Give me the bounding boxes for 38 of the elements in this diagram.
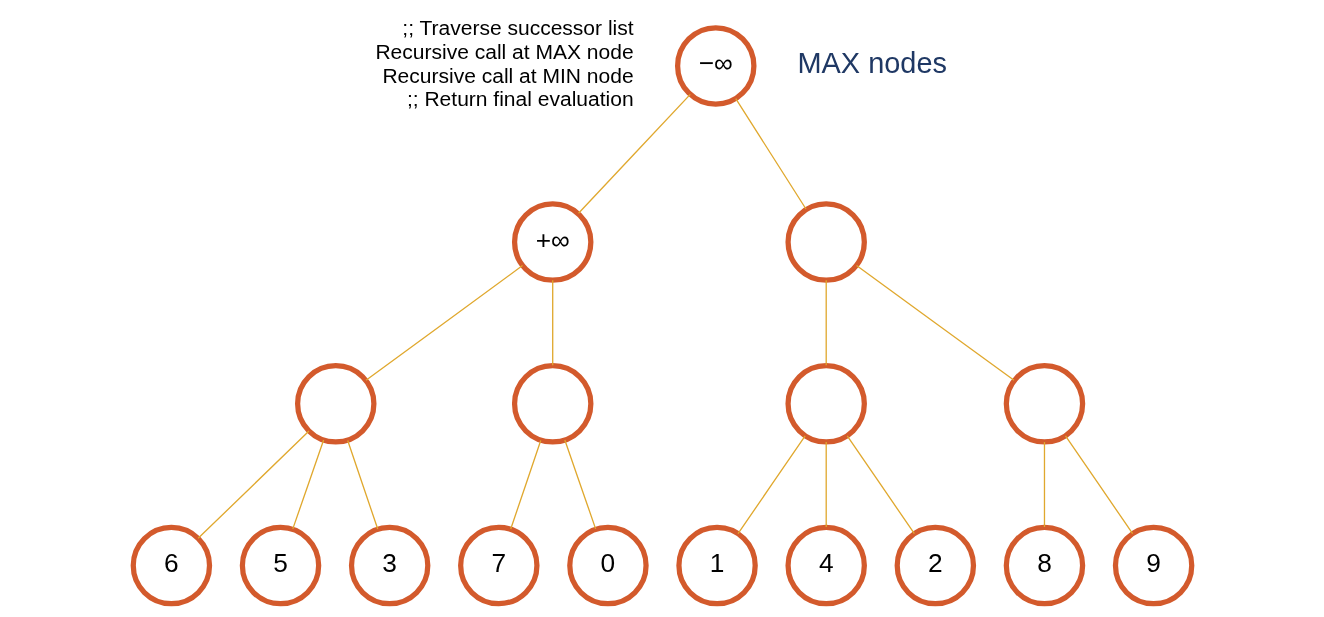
node-circle: 2	[894, 524, 976, 607]
node-circle: 7	[457, 524, 540, 607]
node-circle	[1003, 363, 1085, 445]
connector	[563, 439, 596, 530]
connector	[1064, 435, 1133, 535]
connector	[825, 441, 827, 528]
node-circle: +∞	[511, 201, 593, 283]
node-circle: 8	[1003, 524, 1085, 607]
connector	[734, 98, 807, 210]
node-circle: 3	[348, 524, 430, 607]
connector	[551, 279, 553, 366]
label: Recursive call at MAX node	[374, 40, 634, 64]
node-circle: 6	[130, 524, 212, 607]
connector	[825, 279, 827, 366]
connector	[855, 264, 1015, 381]
connector	[364, 264, 523, 381]
connector	[197, 430, 310, 539]
node-circle: 0	[566, 524, 649, 607]
connector	[291, 439, 324, 530]
label: Recursive call at MIN node	[381, 63, 634, 87]
connector	[346, 439, 378, 530]
connector	[736, 435, 806, 535]
connector	[846, 435, 915, 535]
label: ;; Traverse successor list	[401, 16, 634, 40]
node-circle	[511, 363, 593, 445]
connector	[509, 439, 541, 530]
node-circle	[784, 201, 867, 283]
node-circle: −∞	[674, 25, 756, 107]
node-circle: 5	[239, 524, 321, 607]
node-circle: 4	[784, 524, 867, 607]
node-circle: 1	[675, 524, 758, 607]
connector	[1043, 441, 1045, 528]
node-circle	[294, 363, 376, 445]
connector	[577, 93, 691, 214]
node-circle: 9	[1112, 524, 1194, 607]
node-circle	[784, 363, 867, 445]
label: MAX nodes	[797, 47, 947, 80]
label: ;; Return final evaluation	[406, 87, 634, 111]
